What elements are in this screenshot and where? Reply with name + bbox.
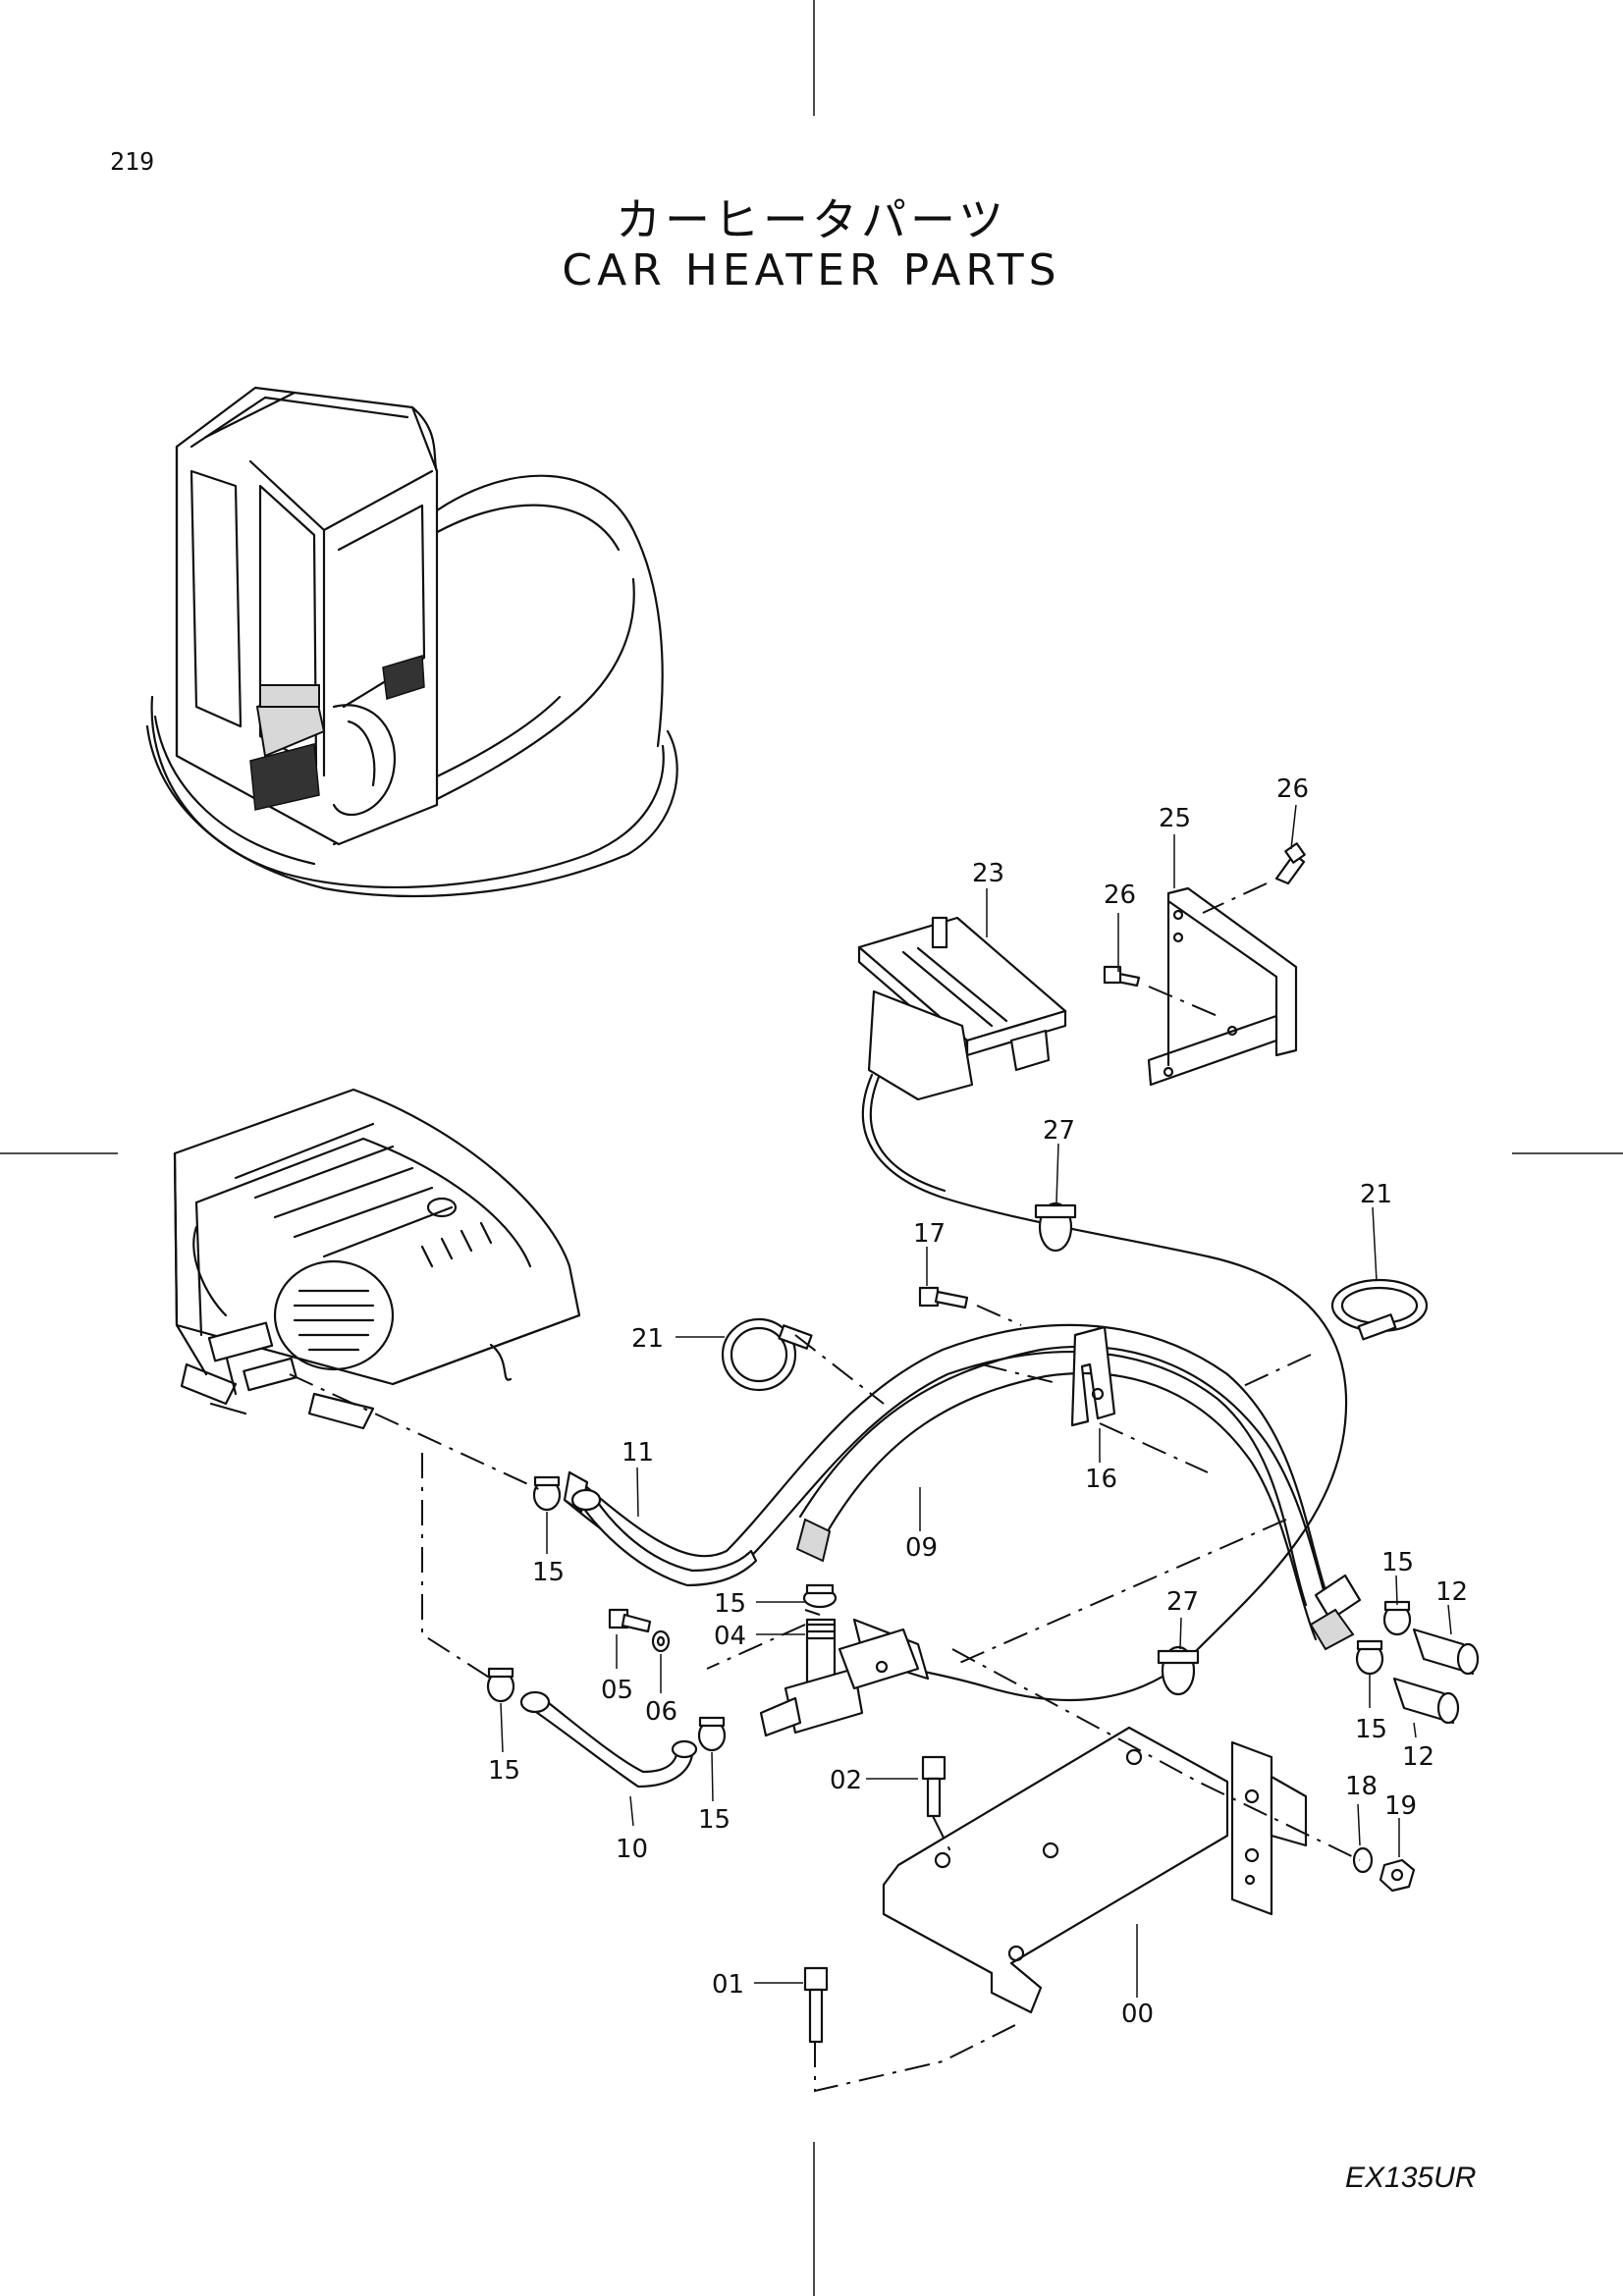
control-panel-23 [857,916,1067,1101]
callout-25: 25 [1159,804,1191,833]
callout-labels: 26 25 26 23 27 21 17 21 16 11 09 15 15 0… [488,774,1468,2029]
valve-04 [759,1618,930,1737]
callout-15-d: 15 [1355,1715,1387,1744]
bolt-05 [608,1608,652,1633]
title-japanese: カーヒータパーツ [615,193,1008,246]
callout-21-left: 21 [631,1324,664,1354]
mounting-bracket-00 [882,1726,1308,2014]
callout-17: 17 [913,1219,946,1249]
callout-06: 06 [645,1697,677,1727]
callout-12-upper: 12 [1435,1577,1468,1607]
bracket-25 [1147,886,1298,1087]
nut-19 [1379,1858,1416,1893]
callout-23: 23 [972,859,1004,888]
title-english: CAR HEATER PARTS [562,245,1061,295]
hose-clamps-15 [486,1475,1412,1752]
callout-10: 10 [616,1835,648,1864]
callout-18: 18 [1345,1772,1378,1801]
callout-27-upper: 27 [1043,1116,1075,1146]
bolt-02 [921,1755,947,1818]
callout-21-right: 21 [1360,1180,1392,1209]
callout-04: 04 [714,1622,746,1651]
callout-01: 01 [712,1970,744,2000]
callout-16: 16 [1085,1465,1117,1494]
callout-26-lower: 26 [1104,881,1136,910]
heater-unit [173,1088,581,1430]
page-number: 219 [110,147,155,176]
callout-19: 19 [1384,1791,1417,1821]
callout-15-a: 15 [532,1558,565,1587]
control-cable [852,1073,1348,1702]
callout-09: 09 [905,1533,938,1563]
callout-02: 02 [830,1766,862,1795]
assembly-guide-lines [289,1334,1361,2093]
callout-15-e: 15 [488,1756,520,1786]
hoses [563,1323,1362,1651]
callout-05: 05 [601,1676,633,1705]
callout-27-lower: 27 [1166,1587,1199,1617]
callout-11: 11 [622,1438,654,1468]
callout-15-f: 15 [698,1805,730,1835]
clip-27-lower [1157,1645,1200,1696]
callout-26-upper: 26 [1276,774,1309,804]
hose-10 [519,1690,698,1789]
callout-15-b: 15 [714,1589,746,1619]
leader-lines [500,804,1452,1998]
hose-11 [570,1488,758,1587]
clip-27-upper [1034,1201,1077,1253]
callout-15-c: 15 [1381,1548,1414,1577]
connectors-12 [1392,1628,1480,1725]
hose-clamp-16 [1070,1325,1116,1427]
washer-18 [1352,1846,1374,1874]
excavator-cab-overview [145,386,678,898]
bolt-01 [803,1966,829,2044]
bolt-17 [918,1286,1022,1326]
band-clamp-21-left [721,1317,813,1392]
bolts-26 [1103,842,1306,1017]
band-clamp-21-right [1330,1278,1429,1341]
washer-06 [651,1629,671,1653]
model-code: EX135UR [1345,2162,1477,2194]
callout-00: 00 [1121,2000,1154,2029]
callout-12-lower: 12 [1402,1742,1434,1772]
